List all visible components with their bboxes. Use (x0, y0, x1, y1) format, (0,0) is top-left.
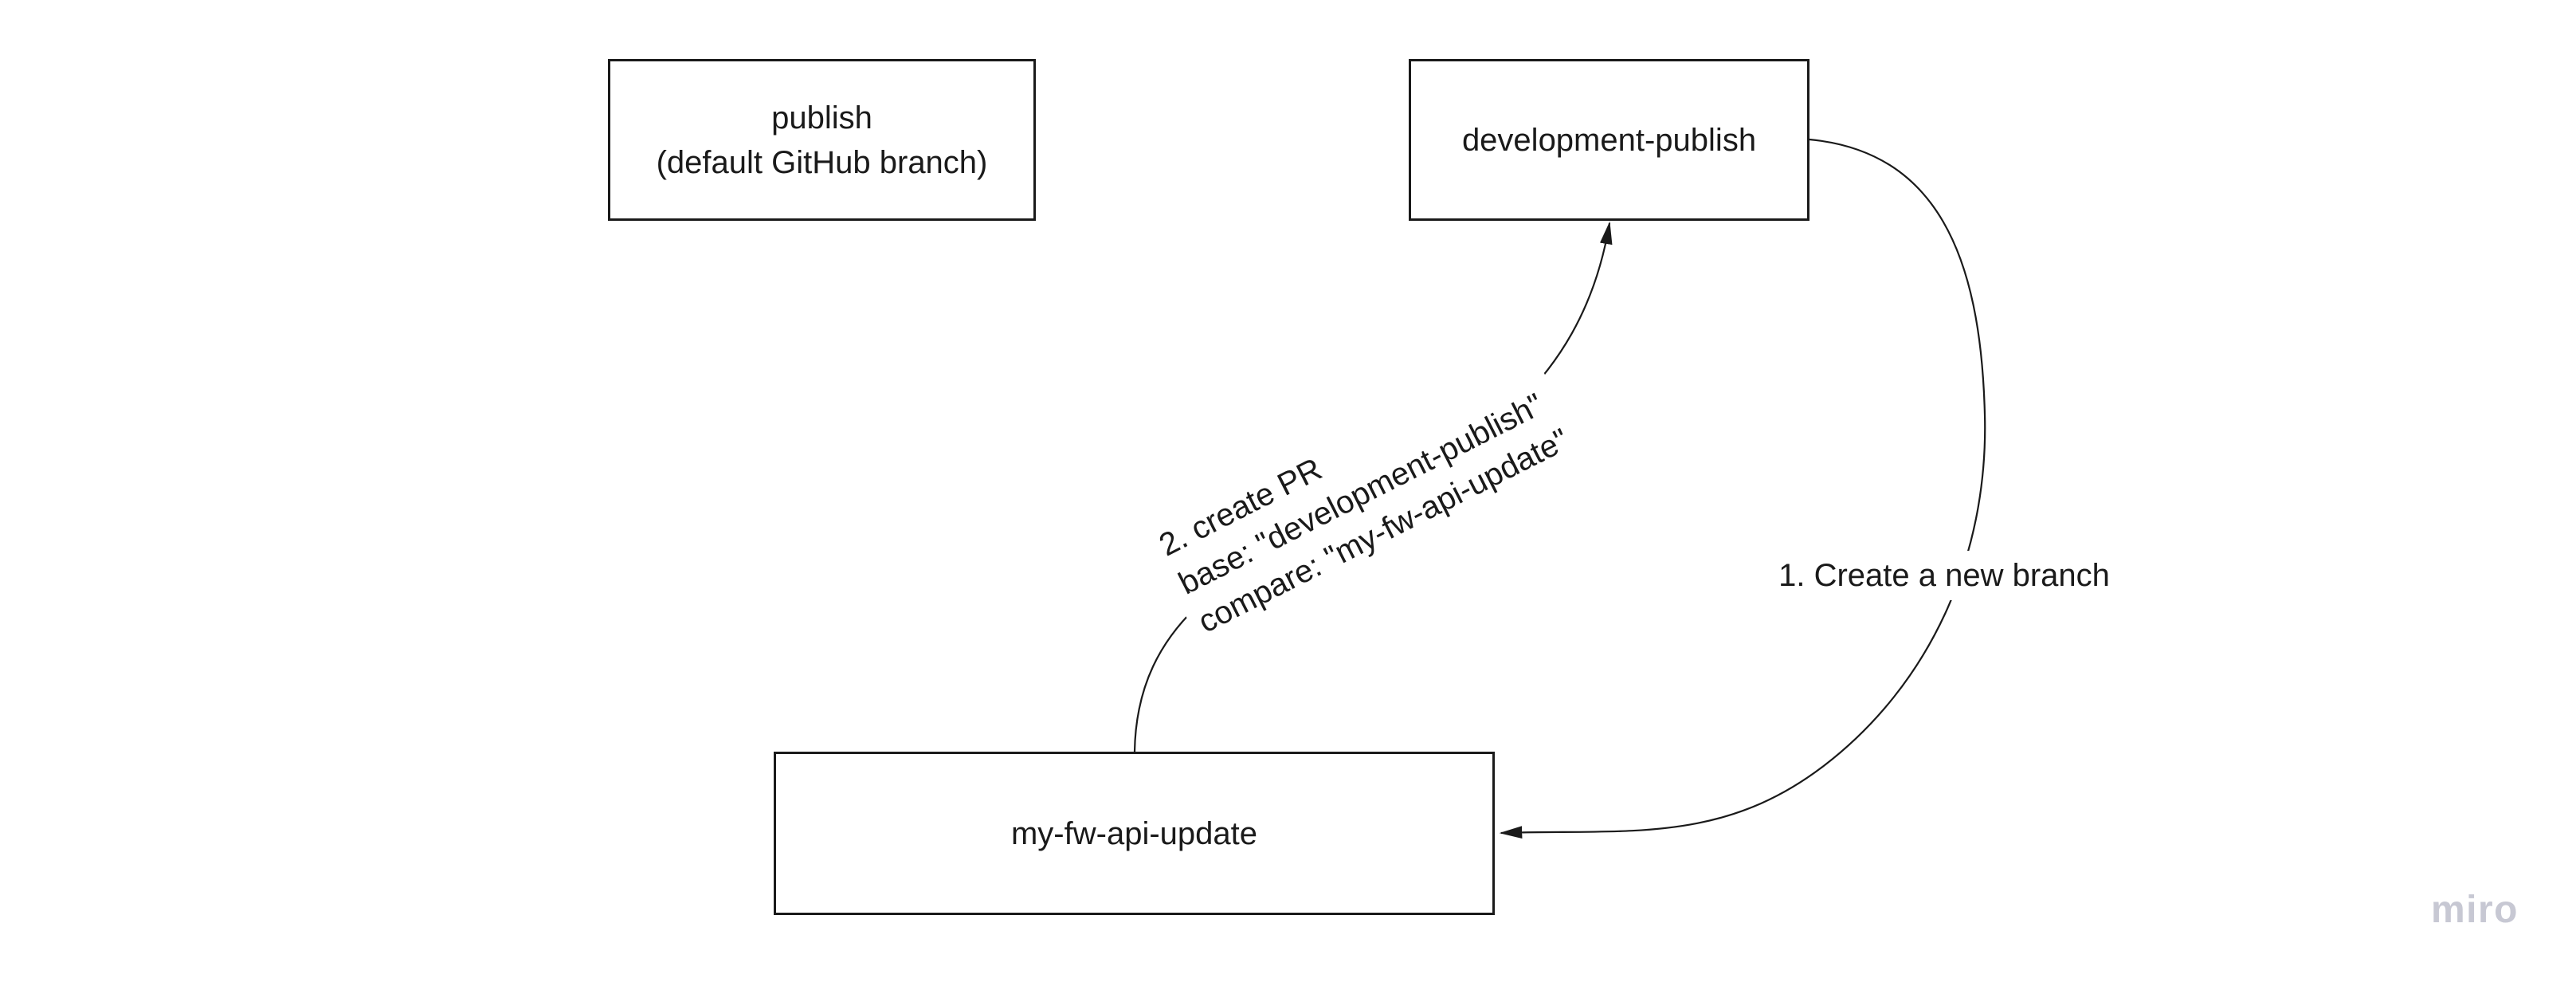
node-my-fw-api-update[interactable]: my-fw-api-update (774, 752, 1495, 915)
node-my-fw-api-update-label: my-fw-api-update (1010, 815, 1257, 851)
node-publish[interactable]: publish (default GitHub branch) (608, 59, 1036, 221)
edge-label-create-branch-text: 1. Create a new branch (1778, 558, 2110, 593)
node-publish-label-line1: publish (771, 100, 872, 136)
node-publish-label-line2: (default GitHub branch) (656, 144, 988, 180)
node-development-publish[interactable]: development-publish (1409, 59, 1809, 221)
miro-watermark: miro (2430, 889, 2519, 931)
connector-create-branch[interactable] (1499, 138, 1986, 839)
node-development-publish-label: development-publish (1461, 122, 1757, 158)
edge-label-create-branch[interactable]: 1. Create a new branch (1769, 551, 2119, 600)
